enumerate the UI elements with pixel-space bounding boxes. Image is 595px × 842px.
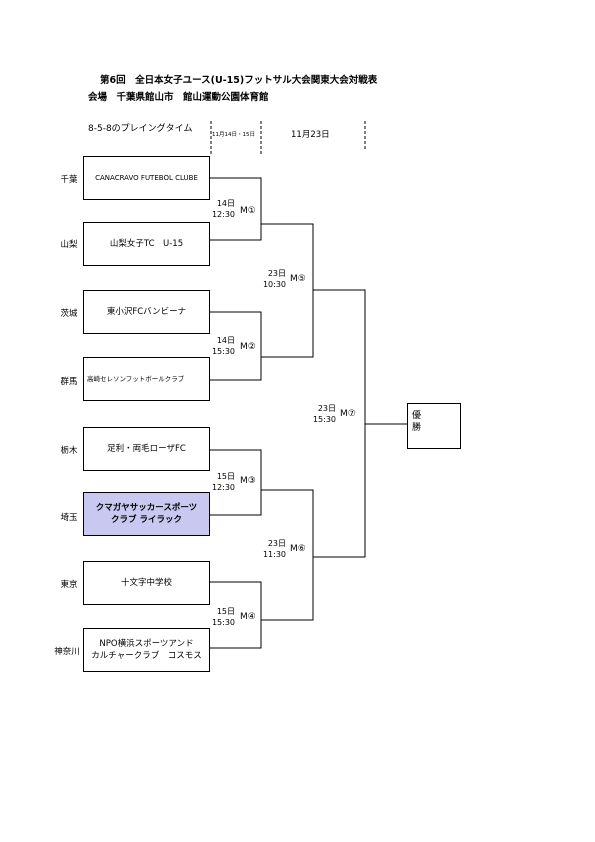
match-date: 14日 <box>216 199 235 208</box>
team-box-tochigi: 足利・両毛ローザFC <box>83 427 210 471</box>
match-time: 12:30 <box>211 483 235 492</box>
prefecture-label: 神奈川 <box>54 647 80 657</box>
match-label-m3: M③ <box>240 476 256 486</box>
match-time: 15:30 <box>211 618 235 627</box>
match-schedule-m3: 15日 12:30 <box>195 471 235 493</box>
match-label-m1: M① <box>240 206 256 216</box>
match-schedule-m6: 23日 11:30 <box>246 538 286 560</box>
bracket-m5 <box>261 223 314 358</box>
team-box-chiba: CANACRAVO FUTEBOL CLUBE <box>83 156 210 200</box>
playing-time-note: 8-5-8のプレイングタイム <box>88 124 193 134</box>
bracket-m3 <box>210 449 262 516</box>
team-box-tokyo: 十文字中学校 <box>83 561 210 605</box>
team-name-line1: NPO横浜スポーツアンド <box>99 639 194 649</box>
match-schedule-m1: 14日 12:30 <box>195 198 235 220</box>
team-box-kanagawa: NPO横浜スポーツアンド カルチャークラブ コスモス <box>83 628 210 672</box>
team-name-line1: クマガヤサッカースポーツ <box>95 503 198 513</box>
team-box-yamanashi: 山梨女子TC U-15 <box>83 222 210 266</box>
team-name: 山梨女子TC U-15 <box>109 239 184 249</box>
tournament-title: 第6回 全日本女子ユース(U-15)フットサル大会関東大会対戦表 <box>100 75 378 86</box>
match-label-m7: M⑦ <box>340 409 356 419</box>
match-date: 23日 <box>317 404 336 413</box>
match-date: 15日 <box>216 472 235 481</box>
team-box-saitama: クマガヤサッカースポーツ クラブ ライラック <box>83 492 210 536</box>
team-name: CANACRAVO FUTEBOL CLUBE <box>95 174 198 182</box>
match-schedule-m4: 15日 15:30 <box>195 606 235 628</box>
winner-label-line2: 勝 <box>412 423 422 433</box>
winner-box: 優 勝 <box>407 403 461 449</box>
match-date: 15日 <box>216 607 235 616</box>
match-date: 23日 <box>267 539 286 548</box>
match-schedule-m7: 23日 15:30 <box>296 403 336 425</box>
prefecture-label: 埼玉 <box>60 513 78 523</box>
match-time: 15:30 <box>312 415 336 424</box>
match-schedule-m5: 23日 10:30 <box>246 268 286 290</box>
prefecture-label: 群馬 <box>60 377 78 387</box>
match-time: 11:30 <box>262 550 286 559</box>
venue-label: 会場 千葉県館山市 館山運動公園体育館 <box>88 92 269 103</box>
match-schedule-m2: 14日 15:30 <box>195 335 235 357</box>
column-header-final: 11月23日 <box>291 130 330 140</box>
bracket-m6 <box>261 489 314 621</box>
team-box-gunma: 高崎セレソンフットボールクラブ <box>83 357 210 401</box>
team-name: 東小沢FCバンビーナ <box>106 307 187 317</box>
prefecture-label: 茨城 <box>60 309 78 319</box>
match-time: 10:30 <box>262 280 286 289</box>
prefecture-label: 千葉 <box>60 175 78 185</box>
match-label-m4: M④ <box>240 612 256 622</box>
prefecture-label: 山梨 <box>60 240 78 250</box>
team-name: 足利・両毛ローザFC <box>107 444 186 454</box>
team-name-line2: カルチャークラブ コスモス <box>91 651 202 661</box>
match-time: 15:30 <box>211 347 235 356</box>
bracket-m4 <box>210 581 262 649</box>
prefecture-label: 東京 <box>60 580 78 590</box>
match-label-m2: M② <box>240 342 256 352</box>
match-label-m5: M⑤ <box>290 274 306 284</box>
team-box-ibaraki: 東小沢FCバンビーナ <box>83 290 210 334</box>
prefecture-label: 栃木 <box>60 446 78 456</box>
bracket-m2 <box>210 311 262 381</box>
winner-label-line1: 優 <box>412 411 422 421</box>
team-name: 十文字中学校 <box>120 578 172 588</box>
team-name-line2: クラブ ライラック <box>111 515 182 525</box>
match-time: 12:30 <box>211 210 235 219</box>
column-header-first-rounds: 11月14日・15日 <box>212 132 255 138</box>
match-date: 23日 <box>267 269 286 278</box>
match-date: 14日 <box>216 336 235 345</box>
bracket-m1 <box>210 177 262 241</box>
match-label-m6: M⑥ <box>290 544 306 554</box>
team-name: 高崎セレソンフットボールクラブ <box>87 375 185 383</box>
